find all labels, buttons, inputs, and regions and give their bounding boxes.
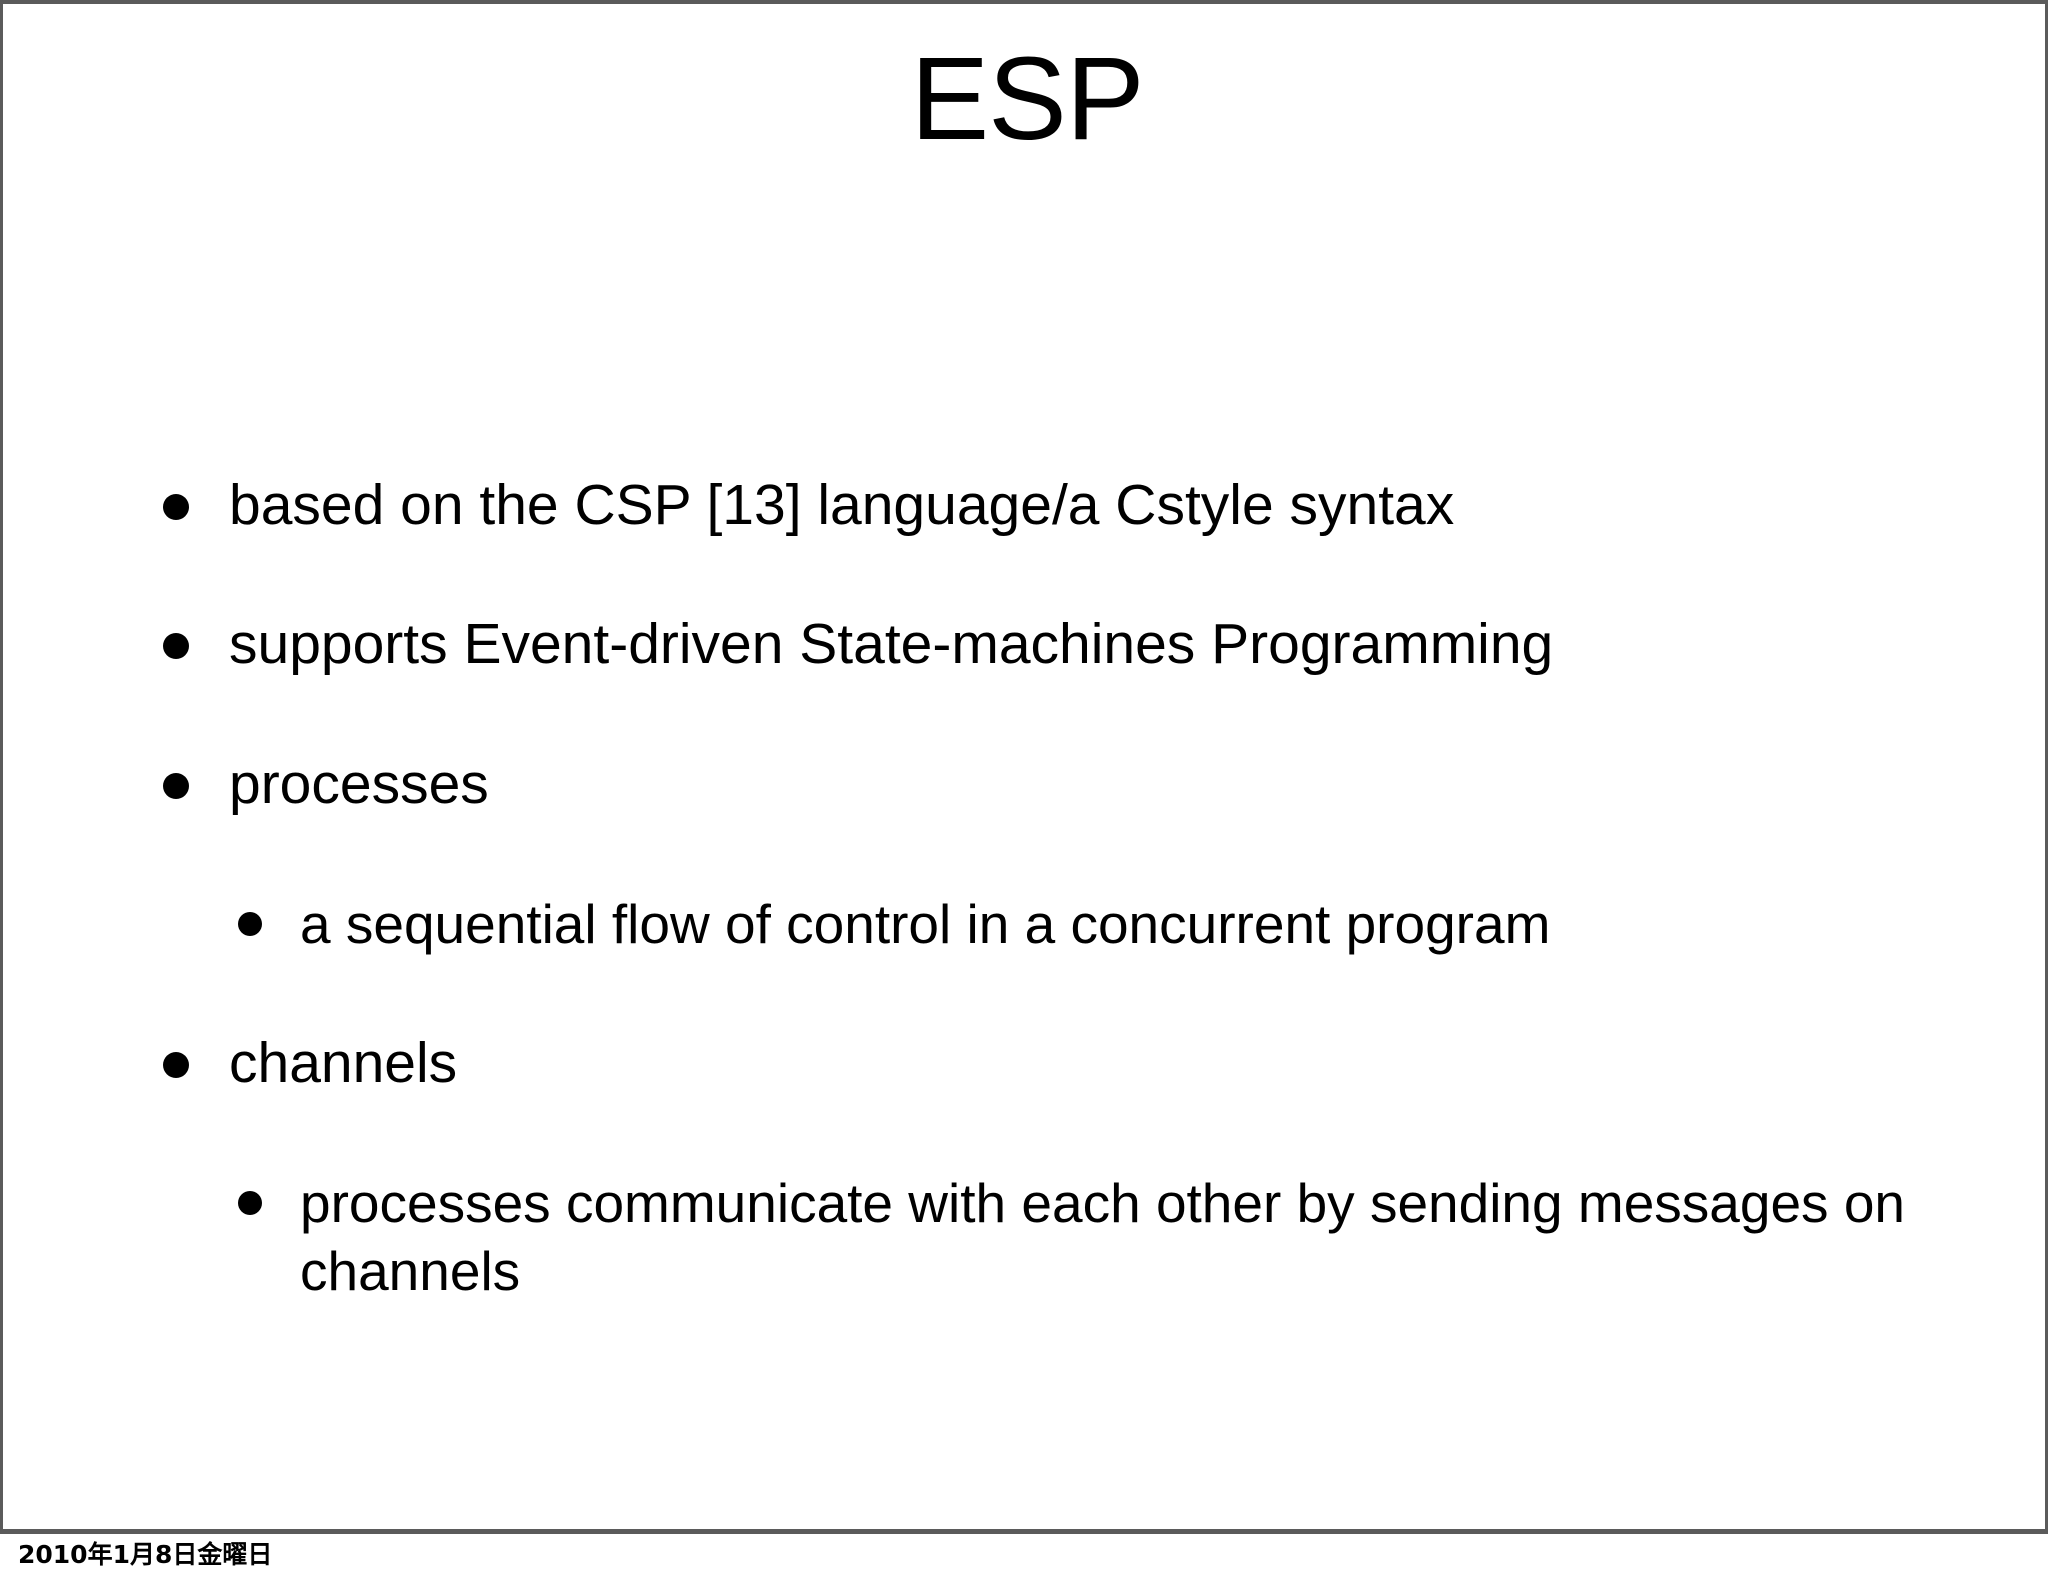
sub-list-item: processes communicate with each other by… xyxy=(3,1169,2048,1305)
slide-frame: ESP based on the CSP [13] language/a Cst… xyxy=(0,0,2048,1534)
list-item: supports Event-driven State-machines Pro… xyxy=(3,611,2048,678)
list-item-label: channels xyxy=(229,1030,458,1095)
bullet-point-icon xyxy=(163,633,189,660)
bullet-point-icon xyxy=(163,494,189,520)
footer-date: 2010年1月8日金曜日 xyxy=(18,1540,273,1569)
list-item: processes xyxy=(3,751,2048,818)
bullet-point-icon xyxy=(163,772,189,799)
bullet-list: based on the CSP [13] language/a Cstyle … xyxy=(3,472,2048,1378)
page-title: ESP xyxy=(910,33,1144,165)
bullet-point-icon xyxy=(238,911,262,936)
sub-list-item-label: a sequential flow of control in a concur… xyxy=(300,892,1551,955)
list-item-label: supports Event-driven State-machines Pro… xyxy=(229,612,1554,677)
sub-list-item-label: processes communicate with each other by… xyxy=(300,1172,1906,1303)
list-item-label: based on the CSP [13] language/a Cstyle … xyxy=(229,473,1455,537)
list-item-label: processes xyxy=(229,751,489,816)
sub-list-item: a sequential flow of control in a concur… xyxy=(3,890,2048,958)
list-item: based on the CSP [13] language/a Cstyle … xyxy=(3,472,2048,539)
list-item: channels xyxy=(3,1030,2048,1097)
bullet-point-icon xyxy=(238,1191,262,1216)
bullet-point-icon xyxy=(163,1051,189,1078)
